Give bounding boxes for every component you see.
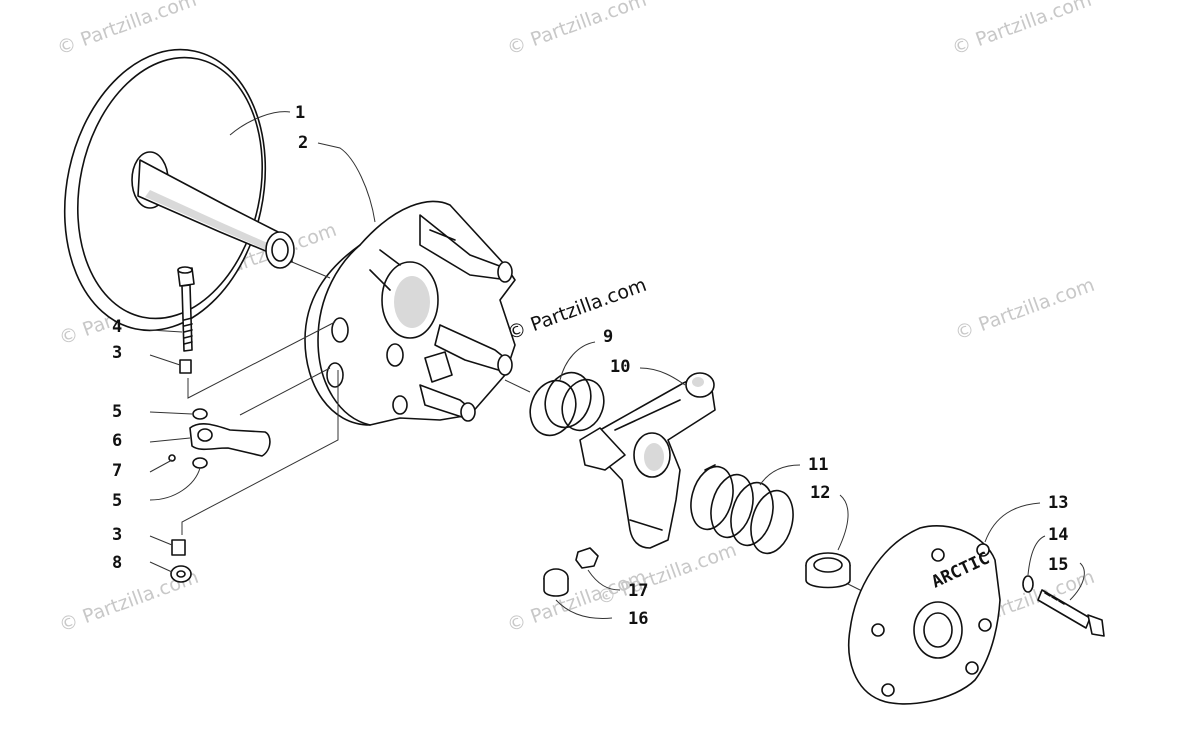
- washer-upper: [192, 408, 208, 420]
- callout-17: 17: [628, 581, 648, 601]
- callout-7: 7: [112, 461, 122, 481]
- callout-3b: 3: [112, 525, 122, 545]
- bolt-washer: [1022, 575, 1034, 593]
- pin-small: [168, 454, 176, 462]
- callout-14: 14: [1048, 525, 1068, 545]
- callout-5b: 5: [112, 491, 122, 511]
- primary-spring: [690, 464, 794, 555]
- callout-11: 11: [808, 455, 828, 475]
- watermark-center: © Partzilla.com: [504, 274, 649, 345]
- button-springs: [529, 371, 605, 437]
- leader-lines: [149, 111, 1085, 619]
- assembly-guide: [239, 367, 331, 416]
- callout-4: 4: [112, 317, 122, 337]
- movable-sheave-housing: [304, 200, 516, 426]
- callout-9: 9: [603, 327, 613, 347]
- arm-bushing: [197, 428, 213, 442]
- callout-10: 10: [610, 357, 630, 377]
- callout-1: 1: [295, 103, 305, 123]
- callout-6: 6: [112, 431, 122, 451]
- spider: [579, 372, 716, 549]
- watermark: © Partzilla.com: [949, 0, 1094, 60]
- bushing-ring: [805, 552, 851, 589]
- watermark: © Partzilla.com: [504, 0, 649, 60]
- cover-plate: ARCTIC: [848, 525, 1001, 705]
- stationary-sheave: [63, 48, 295, 332]
- washer-lower: [192, 457, 208, 469]
- spacer-lower: [171, 539, 186, 556]
- assembly-guide: [181, 370, 339, 535]
- axis-line: [291, 261, 331, 279]
- axis-line: [504, 379, 531, 393]
- cap-screw: [177, 266, 195, 352]
- spacer-upper: [179, 359, 192, 374]
- assembly-guide: [187, 321, 336, 399]
- slider-button: [543, 568, 569, 597]
- callout-3: 3: [112, 343, 122, 363]
- callout-2: 2: [298, 133, 308, 153]
- watermark: © Partzilla.com: [952, 274, 1097, 345]
- callout-5: 5: [112, 402, 122, 422]
- locknut: [170, 565, 192, 583]
- callout-13: 13: [1048, 493, 1068, 513]
- callout-12: 12: [810, 483, 830, 503]
- cap-bolt: [1037, 589, 1105, 637]
- hex-nut: [575, 547, 599, 569]
- callout-8: 8: [112, 553, 122, 573]
- callout-16: 16: [628, 609, 648, 629]
- callout-labels: 1 2 4 3 5 6 7 5 3 8 9 10 11 12 13 14 15 …: [112, 103, 1068, 629]
- callout-15: 15: [1048, 555, 1068, 575]
